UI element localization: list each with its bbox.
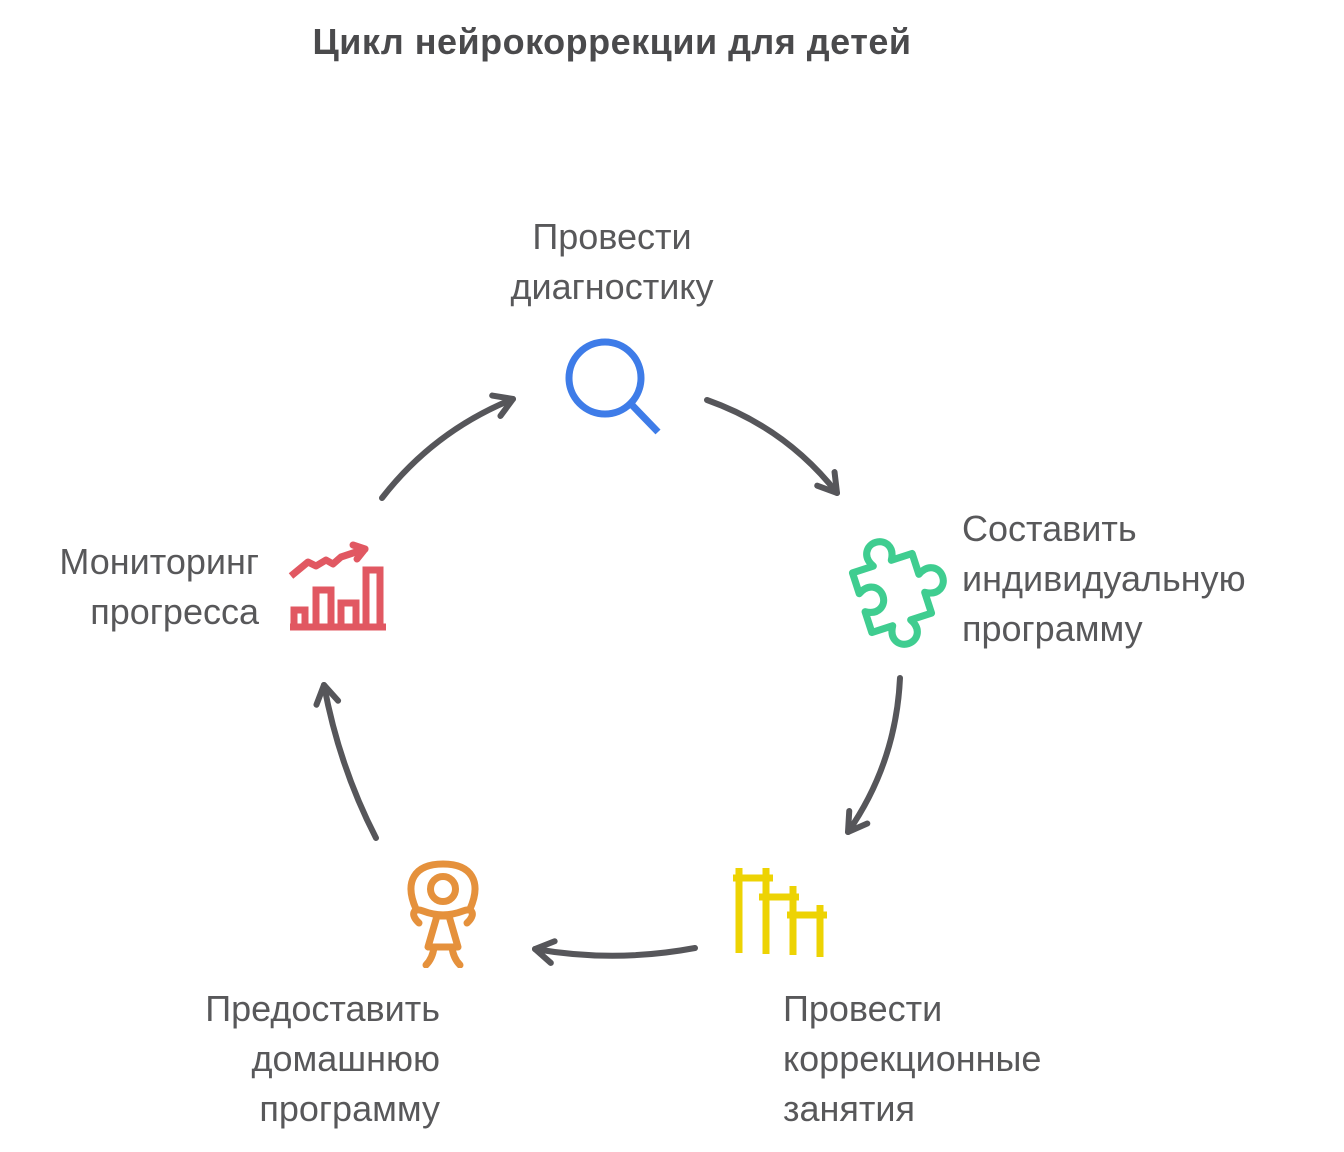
growth-chart-icon bbox=[288, 541, 386, 631]
arrow-sessions-to-home bbox=[532, 938, 698, 966]
step-label-line: Провести bbox=[783, 988, 943, 1029]
step-label-line: прогресса bbox=[90, 591, 259, 632]
step-label-progress-monitoring: Мониторинг прогресса bbox=[0, 537, 259, 637]
step-label-line: Предоставить bbox=[205, 988, 440, 1029]
diagram-title: Цикл нейрокоррекции для детей bbox=[312, 21, 912, 62]
step-label-line: программу bbox=[962, 608, 1143, 649]
step-label-line: программу bbox=[259, 1088, 440, 1129]
puzzle-piece-icon bbox=[848, 538, 947, 648]
arrow-home-to-monitoring bbox=[313, 682, 379, 841]
step-label-home-program: Предоставить домашнюю программу bbox=[120, 984, 440, 1134]
gym-bars-icon bbox=[733, 868, 827, 957]
step-label-line: Провести bbox=[532, 216, 692, 257]
magnifier-icon bbox=[565, 338, 661, 435]
step-label-line: индивидуальную bbox=[962, 558, 1246, 599]
step-label-line: Мониторинг bbox=[59, 541, 259, 582]
step-label-line: коррекционные bbox=[783, 1038, 1042, 1079]
step-label-correction-sessions: Провести коррекционные занятия bbox=[783, 984, 1163, 1134]
step-label-line: домашнюю bbox=[251, 1038, 440, 1079]
step-label-individual-program: Составить индивидуальную программу bbox=[962, 504, 1342, 654]
arrow-monitoring-to-diagnostics bbox=[379, 392, 516, 501]
arrow-diagnostics-to-program bbox=[704, 397, 840, 496]
step-label-line: занятия bbox=[783, 1088, 915, 1129]
step-label-diagnostics: Провести диагностику bbox=[412, 212, 812, 312]
step-label-line: диагностику bbox=[510, 266, 714, 307]
child-jump-rope-icon bbox=[407, 860, 479, 968]
step-label-line: Составить bbox=[962, 508, 1137, 549]
arrow-program-to-sessions bbox=[845, 675, 903, 835]
